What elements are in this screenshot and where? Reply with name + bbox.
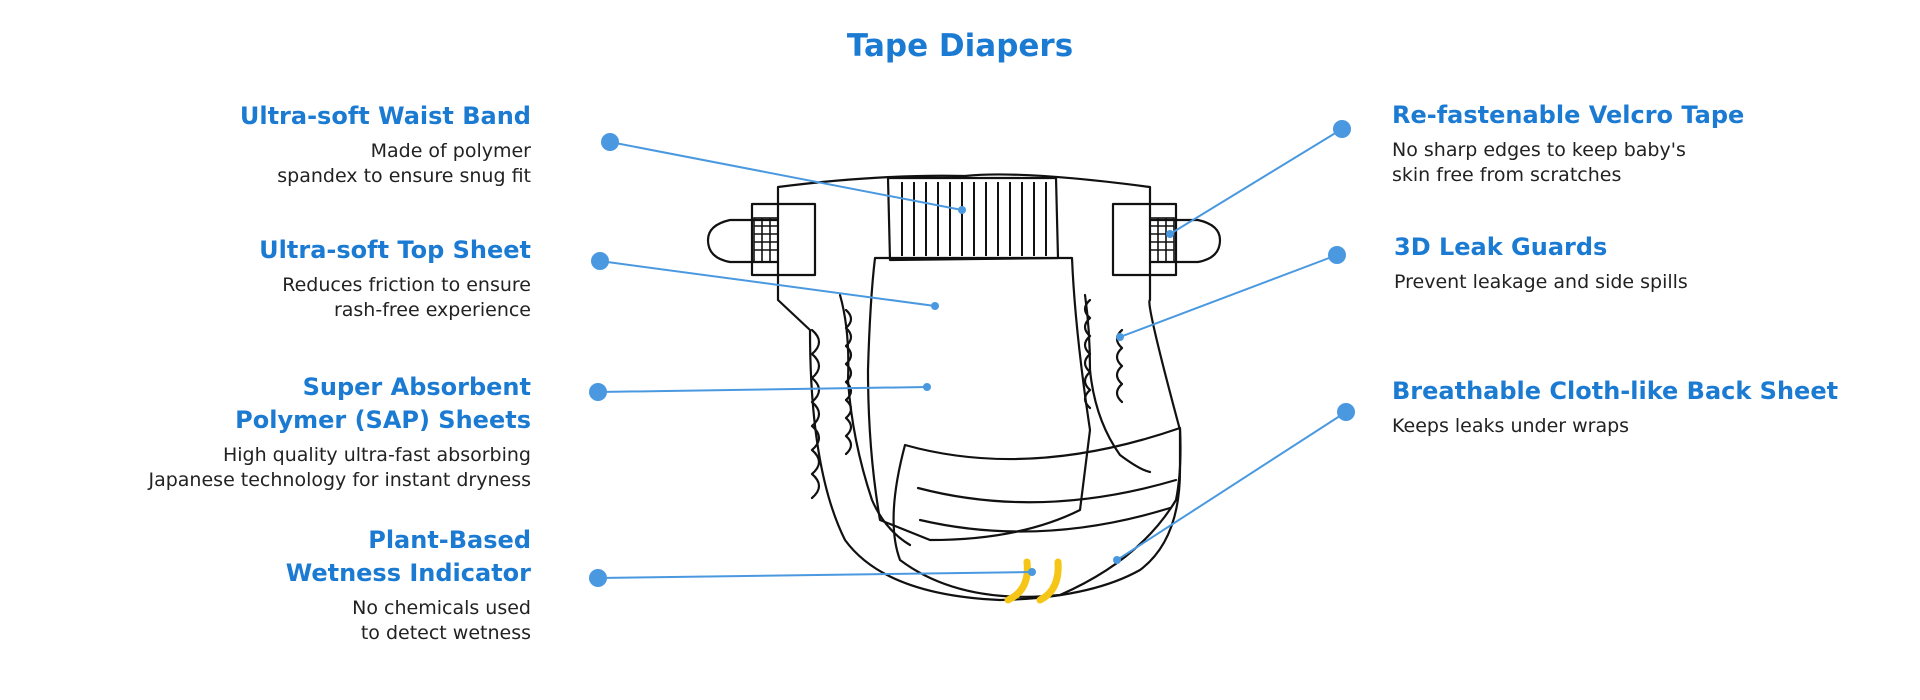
feature-title: Re-fastenable Velcro Tape: [1392, 101, 1745, 129]
left-tape: [706, 218, 780, 264]
right-tape: [1148, 218, 1222, 264]
target-velcro: [1166, 230, 1174, 238]
waist-band-stripes: [901, 182, 1047, 256]
feature-title: Breathable Cloth-like Back Sheet: [1392, 377, 1839, 405]
diaper-drawing: [706, 173, 1222, 602]
feature-description: Keeps leaks under wraps: [1392, 415, 1630, 437]
marker-leak-guards: [1328, 246, 1346, 264]
front-panel-band-1: [916, 478, 1178, 504]
target-wetness: [1028, 568, 1036, 576]
inner-top-sheet: [866, 256, 1092, 542]
left-leak-guard: [838, 293, 912, 547]
target-sap: [923, 383, 931, 391]
right-leak-guard: [1083, 293, 1152, 474]
callout-line-leak-guards: [1119, 254, 1338, 338]
callout-line-wetness: [597, 571, 1033, 579]
left-tape-flap: [750, 202, 817, 277]
feature-title: 3D Leak Guards: [1394, 233, 1608, 261]
callout-line-waist-band: [609, 141, 963, 211]
feature-top-sheet: Ultra-soft Top Sheet Reduces friction to…: [259, 234, 531, 323]
velcro-grid-right: [1149, 217, 1175, 263]
feature-leak-guards: 3D Leak Guards Prevent leakage and side …: [1394, 231, 1688, 295]
feature-sap-sheets: Super Absorbent Polymer (SAP) Sheets Hig…: [148, 371, 531, 493]
page-title: Tape Diapers: [846, 28, 1074, 64]
left-scallops: [810, 328, 821, 500]
feature-description: No sharp edges to keep baby's skin free …: [1392, 139, 1686, 186]
feature-description: No chemicals used to detect wetness: [352, 597, 531, 644]
feature-description: High quality ultra-fast absorbing Japane…: [148, 444, 531, 491]
marker-velcro: [1333, 120, 1351, 138]
feature-back-sheet: Breathable Cloth-like Back Sheet Keeps l…: [1392, 375, 1838, 439]
callout-line-velcro: [1169, 128, 1343, 235]
marker-sap: [589, 383, 607, 401]
right-tape-flap: [1111, 202, 1178, 277]
diaper-outer-body: [776, 173, 1182, 602]
feature-title: Super Absorbent Polymer (SAP) Sheets: [235, 373, 531, 434]
callout-lines: [597, 128, 1347, 579]
feature-velcro-tape: Re-fastenable Velcro Tape No sharp edges…: [1392, 99, 1744, 188]
marker-top-sheet: [591, 252, 609, 270]
feature-waist-band: Ultra-soft Waist Band Made of polymer sp…: [240, 100, 531, 189]
target-waist-band: [958, 206, 966, 214]
marker-wetness: [589, 569, 607, 587]
feature-title: Ultra-soft Waist Band: [239, 102, 531, 130]
marker-waist-band: [601, 133, 619, 151]
feature-title: Ultra-soft Top Sheet: [259, 236, 531, 264]
feature-title: Plant-Based Wetness Indicator: [285, 526, 531, 587]
target-top-sheet: [931, 302, 939, 310]
left-inner-scallops: [844, 308, 853, 456]
feature-description: Made of polymer spandex to ensure snug f…: [277, 140, 531, 187]
marker-back-sheet: [1337, 403, 1355, 421]
callout-markers: [589, 120, 1355, 587]
feature-description: Prevent leakage and side spills: [1394, 271, 1688, 293]
feature-description: Reduces friction to ensure rash-free exp…: [282, 274, 531, 321]
feature-wetness-indicator: Plant-Based Wetness Indicator No chemica…: [286, 524, 531, 646]
callout-targets: [923, 206, 1174, 576]
front-panel-band-2: [918, 506, 1172, 533]
target-back-sheet: [1113, 556, 1121, 564]
right-outer-scallops: [1115, 328, 1124, 404]
callout-line-sap: [597, 386, 928, 393]
target-leak-guards: [1116, 333, 1124, 341]
callout-line-back-sheet: [1116, 411, 1347, 561]
wetness-indicator-stripes: [1004, 558, 1062, 604]
right-scallops: [1083, 298, 1092, 410]
velcro-grid-left: [753, 217, 779, 263]
callout-line-top-sheet: [599, 260, 936, 307]
